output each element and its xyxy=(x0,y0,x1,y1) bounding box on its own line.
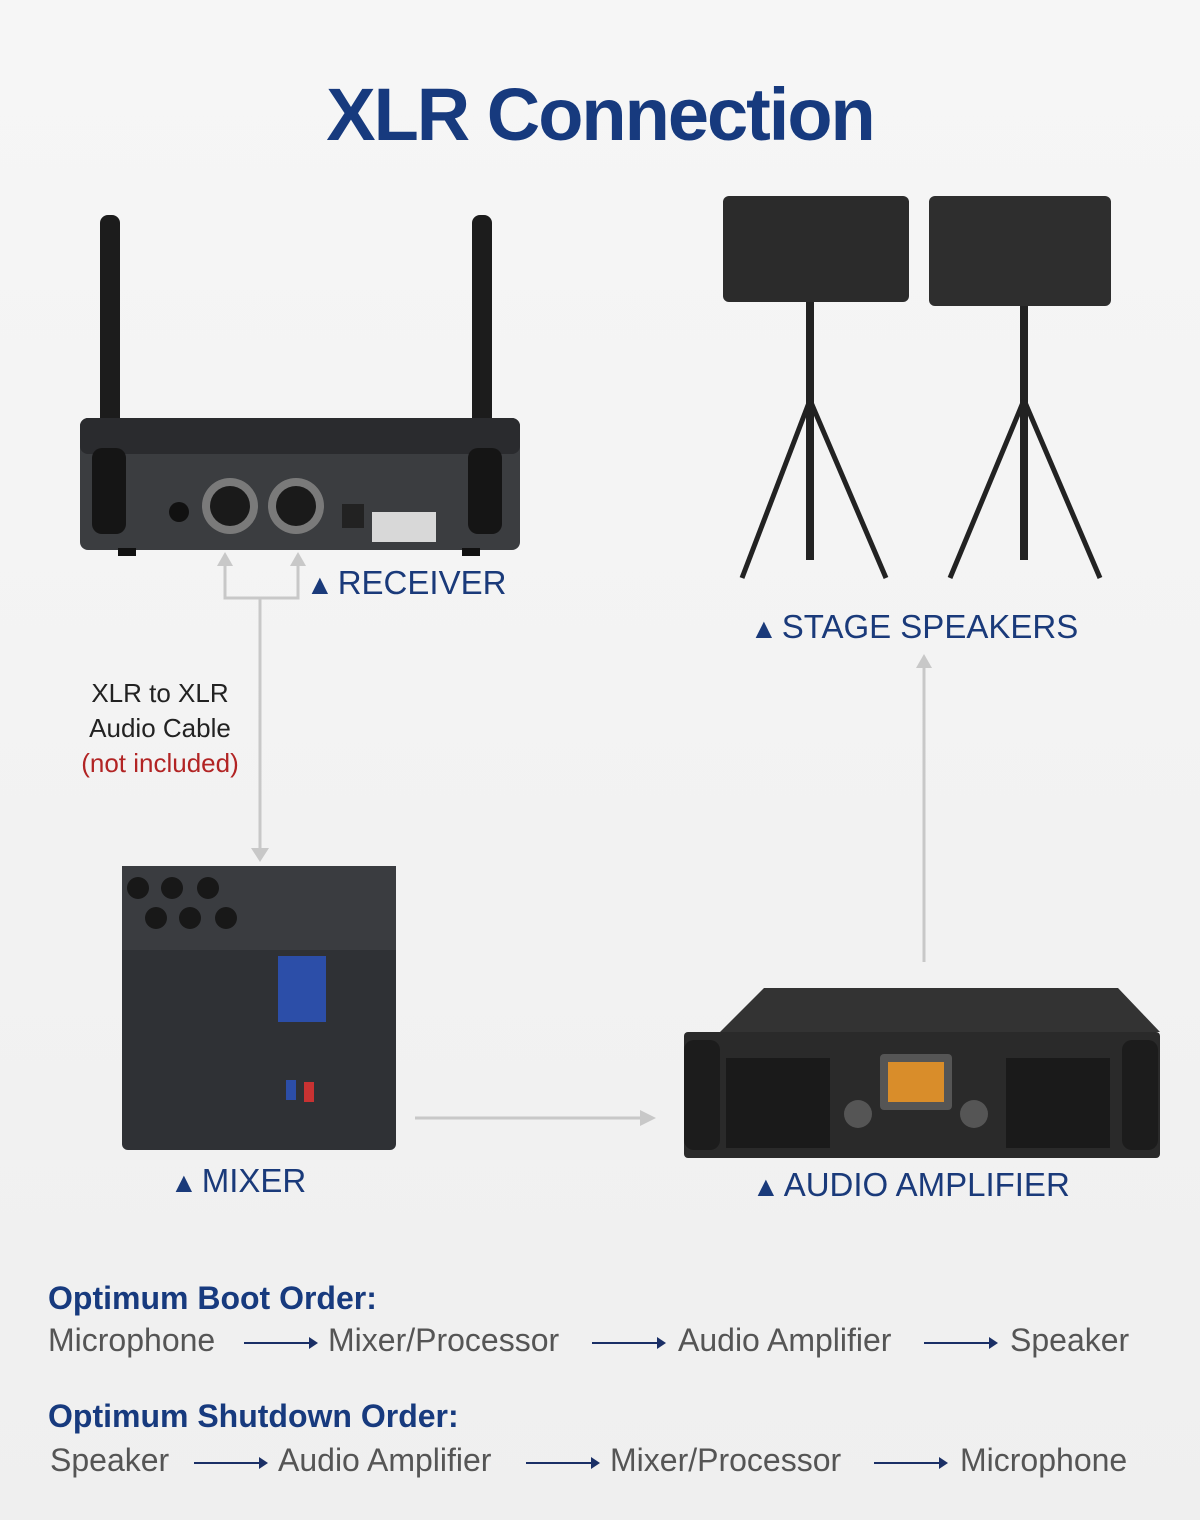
arrow-right-icon xyxy=(194,1457,268,1469)
triangle-up-icon: ▲ xyxy=(752,1171,780,1202)
cable-note-warning: (not included) xyxy=(81,748,239,778)
boot-order-heading: Optimum Boot Order: xyxy=(48,1280,377,1316)
shutdown-step-2: Audio Amplifier xyxy=(278,1442,492,1478)
triangle-up-icon: ▲ xyxy=(170,1167,198,1198)
mixer-image xyxy=(122,866,396,1150)
amplifier-image xyxy=(684,988,1160,1158)
audio-amplifier-label: ▲AUDIO AMPLIFIER xyxy=(752,1166,1070,1203)
page-title: XLR Connection xyxy=(326,73,876,156)
shutdown-step-4: Microphone xyxy=(960,1442,1128,1478)
boot-step-1: Microphone xyxy=(48,1322,216,1358)
arrow-right-icon xyxy=(592,1337,666,1349)
arrow-right-icon xyxy=(244,1337,318,1349)
stage-speakers-label: ▲STAGE SPEAKERS xyxy=(750,608,1079,645)
shutdown-order-heading: Optimum Shutdown Order: xyxy=(48,1398,459,1434)
stage-speakers-image xyxy=(723,196,1111,579)
shutdown-step-1: Speaker xyxy=(50,1442,170,1478)
arrow-up-left-port-icon xyxy=(217,552,233,566)
mixer-label: ▲MIXER xyxy=(170,1162,307,1199)
shutdown-order-row: Speaker Audio Amplifier Mixer/Processor … xyxy=(48,1442,1148,1482)
shutdown-step-3: Mixer/Processor xyxy=(610,1442,842,1478)
cable-note-line1: XLR to XLR xyxy=(91,678,229,708)
receiver-label: ▲RECEIVER xyxy=(306,564,507,601)
cable-note-line2: Audio Cable xyxy=(89,713,231,743)
arrow-right-icon xyxy=(526,1457,600,1469)
arrow-to-amp-icon xyxy=(640,1110,656,1126)
arrow-up-right-port-icon xyxy=(290,552,306,566)
arrow-to-speakers-icon xyxy=(916,654,932,668)
triangle-up-icon: ▲ xyxy=(306,569,334,600)
cable-note: XLR to XLR Audio Cable (not included) xyxy=(40,676,280,781)
receiver-image xyxy=(80,215,520,556)
boot-order-row: Microphone Mixer/Processor Audio Amplifi… xyxy=(48,1322,1148,1362)
arrow-right-icon xyxy=(874,1457,948,1469)
triangle-up-icon: ▲ xyxy=(750,613,778,644)
boot-step-4: Speaker xyxy=(1010,1322,1130,1358)
receiver-to-mixer-connector xyxy=(223,560,300,850)
arrow-right-icon xyxy=(924,1337,998,1349)
boot-step-2: Mixer/Processor xyxy=(328,1322,560,1358)
arrow-to-mixer-icon xyxy=(251,848,269,862)
boot-step-3: Audio Amplifier xyxy=(678,1322,892,1358)
